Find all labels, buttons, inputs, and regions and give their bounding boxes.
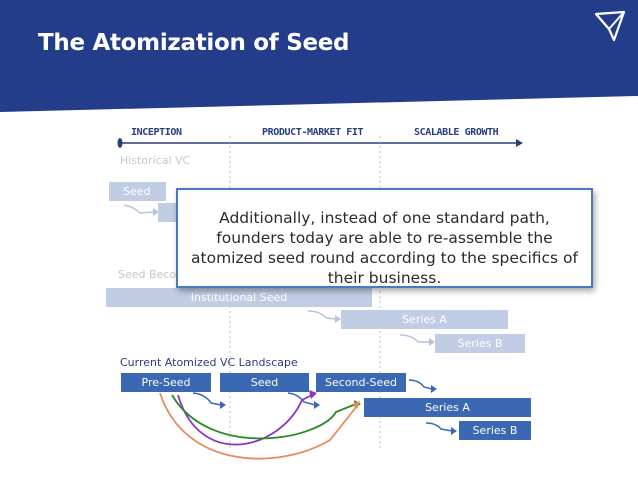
- current-arrow-4: [425, 422, 453, 432]
- seed-becomes-arrow-2: [399, 334, 430, 343]
- seed-becomes-arrow-1: [307, 310, 337, 320]
- current-second-seed-bar: Second-Seed: [316, 373, 406, 392]
- stage-scalable-growth: SCALABLE GROWTH: [414, 127, 499, 138]
- current-landscape-label: Current Atomized VC Landscape: [120, 356, 298, 369]
- current-arrow-2: [287, 392, 316, 406]
- stage-product-market-fit: PRODUCT-MARKET FIT: [262, 127, 364, 138]
- timeline-arrowhead: [516, 139, 523, 147]
- purple-path: [177, 394, 313, 446]
- slide-title: The Atomization of Seed: [38, 30, 350, 56]
- current-arrow-3: [408, 379, 433, 390]
- current-series-a-bar: Series A: [364, 398, 531, 417]
- green-path: [171, 394, 357, 440]
- current-seed-bar: Seed: [220, 373, 309, 392]
- callout-box: Additionally, instead of one standard pa…: [176, 188, 593, 288]
- paper-plane-icon: [594, 10, 626, 42]
- seed-becomes-series-a-bar: Series A: [341, 310, 508, 329]
- seed-becomes-label: Seed Beco: [118, 268, 177, 281]
- current-arrow-1: [192, 392, 222, 406]
- historical-next-bar: [158, 203, 180, 222]
- current-series-b-bar: Series B: [459, 421, 531, 440]
- historical-arrow: [123, 204, 155, 214]
- orange-path: [159, 392, 357, 460]
- institutional-seed-bar: Institutional Seed: [106, 288, 372, 307]
- historical-seed-bar: Seed: [109, 182, 166, 201]
- seed-becomes-series-b-bar: Series B: [435, 334, 525, 353]
- historical-vc-label: Historical VC: [120, 154, 191, 167]
- stage-inception: INCEPTION: [131, 127, 182, 138]
- timeline-start-marker: [117, 138, 123, 148]
- current-pre-seed-bar: Pre-Seed: [121, 373, 211, 392]
